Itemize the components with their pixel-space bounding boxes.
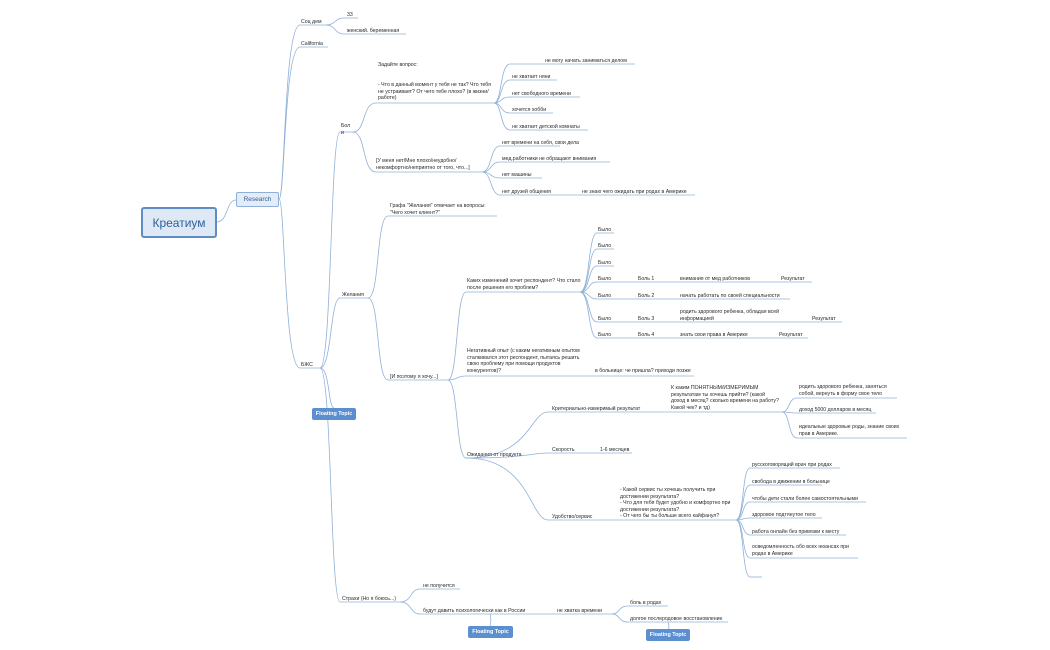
age-node[interactable]: 33	[347, 12, 353, 18]
time-fear-1[interactable]: боль в родах	[630, 600, 662, 606]
criteria-answer-2[interactable]: доход 5000 долларов в месяц	[799, 407, 872, 413]
pain-1-text[interactable]: внимания от мед работников	[680, 276, 750, 282]
criteria-question-node[interactable]: К каким ПОНЯТНЫМ/ИЗМЕРИМЫМ результатам т…	[671, 385, 779, 411]
floating-topic-3[interactable]: Floating Topic	[646, 629, 690, 641]
pain-answer-5[interactable]: не хватает детской комнаты	[512, 124, 580, 130]
soc-dem-node[interactable]: Соц дем	[301, 19, 322, 25]
time-fear-2[interactable]: долгое послеродовое восстановление	[630, 616, 723, 622]
speed-value-node[interactable]: 1-6 месяцев	[600, 447, 630, 453]
comfort-answer-6[interactable]: осведомленность обо всех нюансах при род…	[752, 544, 849, 557]
pain-answer-4[interactable]: хочется хобби	[512, 107, 547, 113]
expectations-node[interactable]: Ожидания от продукта	[467, 452, 522, 458]
comfort-answer-4[interactable]: здоровое подтянутое тело	[752, 512, 816, 518]
pain-bad-2[interactable]: мед.работники не обращают внимания	[502, 156, 597, 162]
pain-2-text[interactable]: начать работать по своей специальности	[680, 293, 780, 299]
research-node[interactable]: Research	[236, 192, 279, 207]
pain-answer-1[interactable]: не могу начать заниматься делом	[545, 58, 627, 64]
fear-2[interactable]: будут давить психологически как в России	[423, 608, 526, 614]
want-node[interactable]: [И поэтому я хочу...]	[390, 374, 438, 380]
pain-4-label[interactable]: Боль 4	[638, 332, 655, 338]
pain-3-text[interactable]: родить здорового ребенка, обладая всей и…	[680, 309, 780, 322]
speed-node[interactable]: Скорость	[552, 447, 575, 453]
criteria-answer-1[interactable]: родить здорового ребенка, заняться собой…	[799, 384, 887, 397]
changes-node[interactable]: Каких изменений хочет респондент? Что ст…	[467, 278, 581, 291]
california-node[interactable]: California	[301, 41, 323, 47]
pain-answer-2[interactable]: не хватает няни	[512, 74, 551, 80]
fears-node[interactable]: Страхи (Но я боюсь...)	[342, 596, 396, 602]
negative-answer-node[interactable]: в больнице: че пришла? приходи позже	[595, 368, 691, 374]
ask-question-node[interactable]: Задайте вопрос:	[378, 62, 418, 68]
comfort-answer-2[interactable]: свобода в движении в больнице	[752, 479, 830, 485]
was-4[interactable]: Было	[598, 276, 612, 282]
pain-1-label[interactable]: Боль 1	[638, 276, 655, 282]
floating-topic-2[interactable]: Floating Topic	[468, 626, 513, 638]
comfort-answer-3[interactable]: чтобы дети стали более самостоятельными	[752, 496, 858, 502]
wishes-column-node[interactable]: Графа "Желания" отвечает на вопросы: "Че…	[390, 203, 486, 216]
pain-bad-4-child[interactable]: не знаю чего ожидать при родах в Америке	[582, 189, 687, 195]
was-6[interactable]: Было	[598, 316, 612, 322]
pain-bad-3[interactable]: нет машины	[502, 172, 532, 178]
comfort-question-node[interactable]: - Какой сервис ты хочешь получить при до…	[620, 487, 731, 520]
criteria-node[interactable]: Критериально-измеримый результат	[552, 406, 641, 412]
pain-1-result[interactable]: Результат	[781, 276, 805, 282]
was-2[interactable]: Было	[598, 243, 612, 249]
bzhs-node[interactable]: БЖС	[301, 362, 313, 368]
root-topic[interactable]: Креатиум	[141, 207, 217, 238]
comfort-answer-5[interactable]: работа онлайн без привязки к месту	[752, 529, 840, 535]
criteria-answer-3[interactable]: идеальные здоровые роды, знание своих пр…	[799, 424, 900, 437]
pain-question-node[interactable]: - Что в данный момент у тебя не так? Что…	[378, 82, 491, 102]
time-shortage-node[interactable]: не хватка времени	[557, 608, 603, 614]
pain-2-label[interactable]: Боль 2	[638, 293, 655, 299]
pain-bad-4[interactable]: нет друзей общения	[502, 189, 551, 195]
negative-experience-node[interactable]: Негативный опыт (с каким негативным опыт…	[467, 348, 580, 374]
pain-4-text[interactable]: знать свои права в Америке	[680, 332, 748, 338]
was-7[interactable]: Было	[598, 332, 612, 338]
was-3[interactable]: Было	[598, 260, 612, 266]
was-1[interactable]: Было	[598, 227, 612, 233]
wishes-node[interactable]: Желания	[342, 292, 364, 298]
comfort-answer-1[interactable]: русскоговорящий врач при родах	[752, 462, 832, 468]
pain-3-result[interactable]: Результат	[812, 316, 836, 322]
pain-3-label[interactable]: Боль 3	[638, 316, 655, 322]
pain-bad-1[interactable]: нет времени на себя, свои дела	[502, 140, 579, 146]
pain-bad-node[interactable]: [У меня нет/Мне плохо/неудобно/некомфорт…	[376, 158, 470, 171]
fear-1[interactable]: не получится	[423, 583, 455, 589]
was-5[interactable]: Было	[598, 293, 612, 299]
gender-node[interactable]: женский. беременная	[347, 28, 400, 34]
comfort-node[interactable]: Удобство/сервис	[552, 514, 593, 520]
pain-answer-3[interactable]: нет свободного времени	[512, 91, 571, 97]
floating-topic-1[interactable]: Floating Topic	[312, 408, 356, 420]
pains-node[interactable]: Бол и	[341, 123, 351, 136]
pain-4-result[interactable]: Результат	[779, 332, 803, 338]
